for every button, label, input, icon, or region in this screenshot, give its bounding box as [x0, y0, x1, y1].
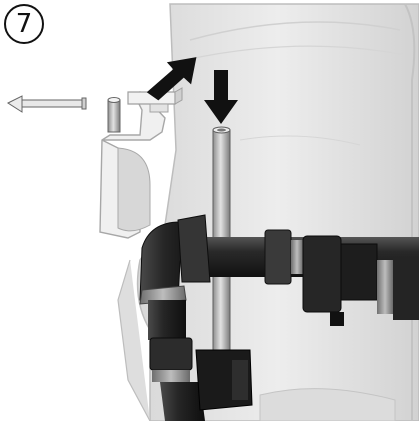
step-number-badge: 7: [4, 4, 44, 44]
sleeve-icon: [107, 97, 121, 133]
pin-icon: [6, 95, 87, 113]
horizontal-pipe: [200, 229, 419, 326]
elbow-pipe: [139, 214, 253, 421]
arrow-icon: [146, 57, 238, 124]
step-number: 7: [15, 9, 33, 39]
tank-body: [117, 3, 419, 421]
